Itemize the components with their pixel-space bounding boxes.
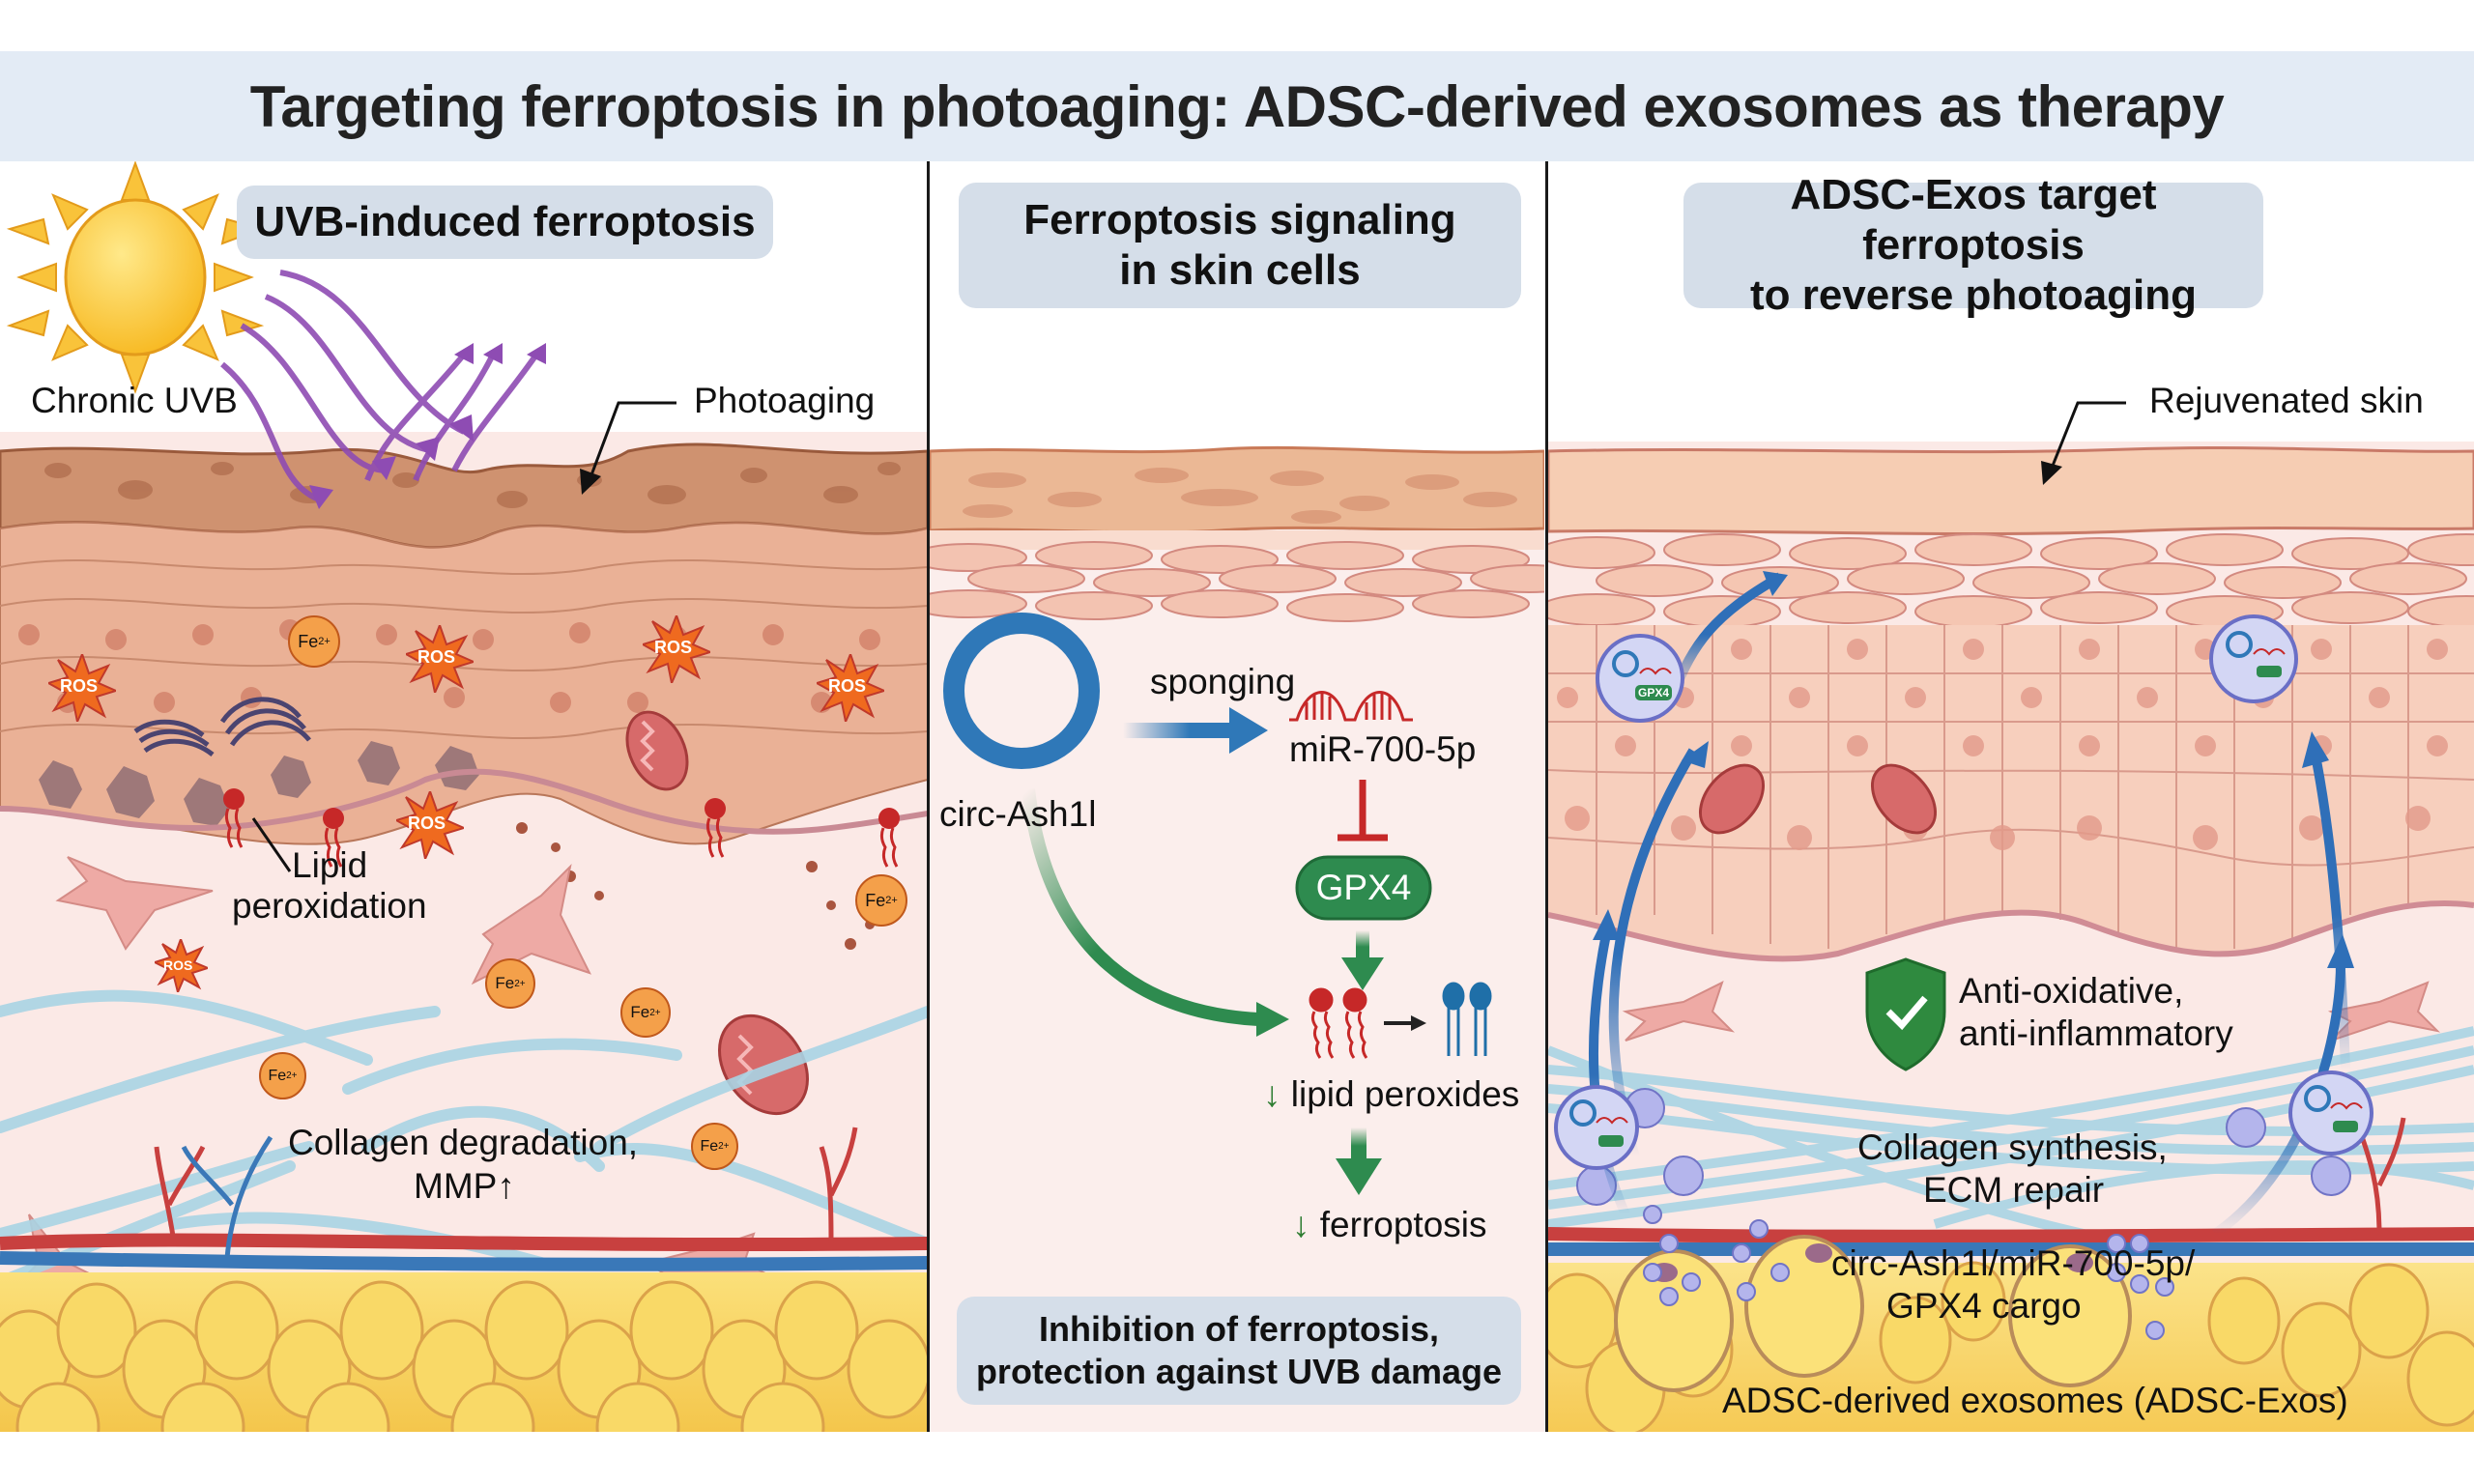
lipid-to-ferroptosis-arrow [1336, 1158, 1382, 1195]
panel-divider [927, 161, 930, 1432]
ros-marker: ROS [406, 625, 474, 693]
adsc-cell-icon [1614, 1249, 1734, 1392]
vesicle-tag: GPX4 [1637, 686, 1669, 699]
fibroblast-icon [55, 856, 214, 951]
panel-divider [1545, 161, 1548, 1432]
label-anti-inflammatory: anti-inflammatory [1959, 1013, 2233, 1053]
label-cargo-1: circ-Ash1l/miR-700-5p/ [1831, 1243, 2196, 1283]
lipid-peroxide-icon [705, 798, 726, 858]
ros-burst-icon [406, 625, 474, 693]
exosome-vesicle-icon [2288, 1070, 2373, 1156]
circ-to-lipid-arrow [1256, 1002, 1289, 1037]
exosome-vesicle-icon [2209, 614, 2298, 703]
exosome-dots [1643, 1205, 2174, 1340]
fibroblast-icon [1622, 981, 1736, 1042]
shield-check-icon [1865, 957, 1946, 1071]
ros-burst-icon [817, 654, 884, 722]
panel-heading: Ferroptosis signaling in skin cells [959, 183, 1521, 308]
panel-adsc-exos-therapy: ADSC-Exos target ferroptosis to reverse … [1548, 161, 2474, 1432]
ros-marker: ROS [155, 939, 208, 992]
mitochondrion-icon [1870, 763, 1938, 835]
label-circ-ash1l: circ-Ash1l [939, 794, 1097, 834]
label-cargo-2: GPX4 cargo [1886, 1286, 2082, 1326]
gpx4-node: GPX4 [1315, 868, 1412, 907]
collagen-fibers [0, 989, 928, 1288]
lipid-peroxide-icon [878, 808, 900, 868]
label-mir-700-5p: miR-700-5p [1289, 729, 1477, 769]
label-collagen-degradation-1: Collagen degradation, [288, 1123, 639, 1162]
label-lipid-peroxides: ↓ lipid peroxides [1263, 1074, 1520, 1114]
uvb-skin-illustration [0, 161, 928, 1432]
label-lipid-peroxidation-1: Lipid [292, 845, 368, 885]
panel-footer-box: Inhibition of ferroptosis, protection ag… [957, 1297, 1521, 1405]
label-ferroptosis: ↓ ferroptosis [1292, 1205, 1487, 1244]
gpx4-node-shape [1295, 855, 1432, 921]
ros-marker: ROS [817, 654, 884, 722]
reduced-lipid-icon [1442, 982, 1492, 1056]
label-collagen-synthesis: Collagen synthesis, [1857, 1127, 2168, 1167]
gpx4-arrow [1341, 957, 1384, 990]
label-sponging: sponging [1150, 662, 1296, 701]
sponging-arrow [1229, 707, 1268, 754]
label-photoaging: Photoaging [694, 381, 876, 420]
figure-title: Targeting ferroptosis in photoaging: ADS… [249, 73, 2225, 139]
fibroblast-icon [471, 863, 591, 985]
label-chronic-uvb: Chronic UVB [31, 381, 238, 420]
sun-icon [6, 161, 265, 394]
mitochondrion-icon [625, 710, 689, 791]
label-lipid-peroxidation-2: peroxidation [232, 886, 427, 926]
mirna-icon [1289, 691, 1413, 722]
label-ecm-repair: ECM repair [1923, 1170, 2105, 1210]
ros-burst-icon [396, 791, 464, 859]
ros-burst-icon [48, 654, 116, 722]
panel-ferroptosis-signaling: Ferroptosis signaling in skin cells spon… [930, 161, 1544, 1432]
adsc-cell-icon [2008, 1244, 2132, 1387]
exosome-vesicle-icon [1596, 634, 1684, 723]
ros-marker: ROS [396, 791, 464, 859]
lipid-peroxide-icon [223, 788, 245, 848]
label-anti-oxidative: Anti-oxidative, [1959, 971, 2184, 1011]
label-rejuvenated-skin: Rejuvenated skin [2149, 381, 2424, 420]
exosome-vesicle-icon [1554, 1085, 1639, 1170]
ros-marker: ROS [48, 654, 116, 722]
panel-heading: ADSC-Exos target ferroptosis to reverse … [1683, 171, 2263, 319]
organelle-icon [133, 697, 311, 757]
ros-marker: ROS [643, 615, 710, 683]
uvb-ray-arrows [220, 270, 539, 502]
adipocyte-cluster [0, 1280, 928, 1432]
title-bar: Targeting ferroptosis in photoaging: ADS… [0, 51, 2474, 161]
mitochondrion-icon [1698, 763, 1766, 835]
label-adsc-exos: ADSC-derived exosomes (ADSC-Exos) [1722, 1381, 2348, 1420]
therapy-illustration [1548, 401, 2474, 1432]
panel-heading: UVB-induced ferroptosis [237, 186, 773, 259]
ros-burst-icon [155, 939, 208, 992]
peroxidized-lipid-icon [1309, 987, 1368, 1059]
lipid-peroxide-icon [323, 808, 344, 868]
ros-burst-icon [643, 615, 710, 683]
circ-rna-icon [943, 613, 1100, 769]
label-collagen-degradation-2: MMP↑ [414, 1166, 515, 1206]
